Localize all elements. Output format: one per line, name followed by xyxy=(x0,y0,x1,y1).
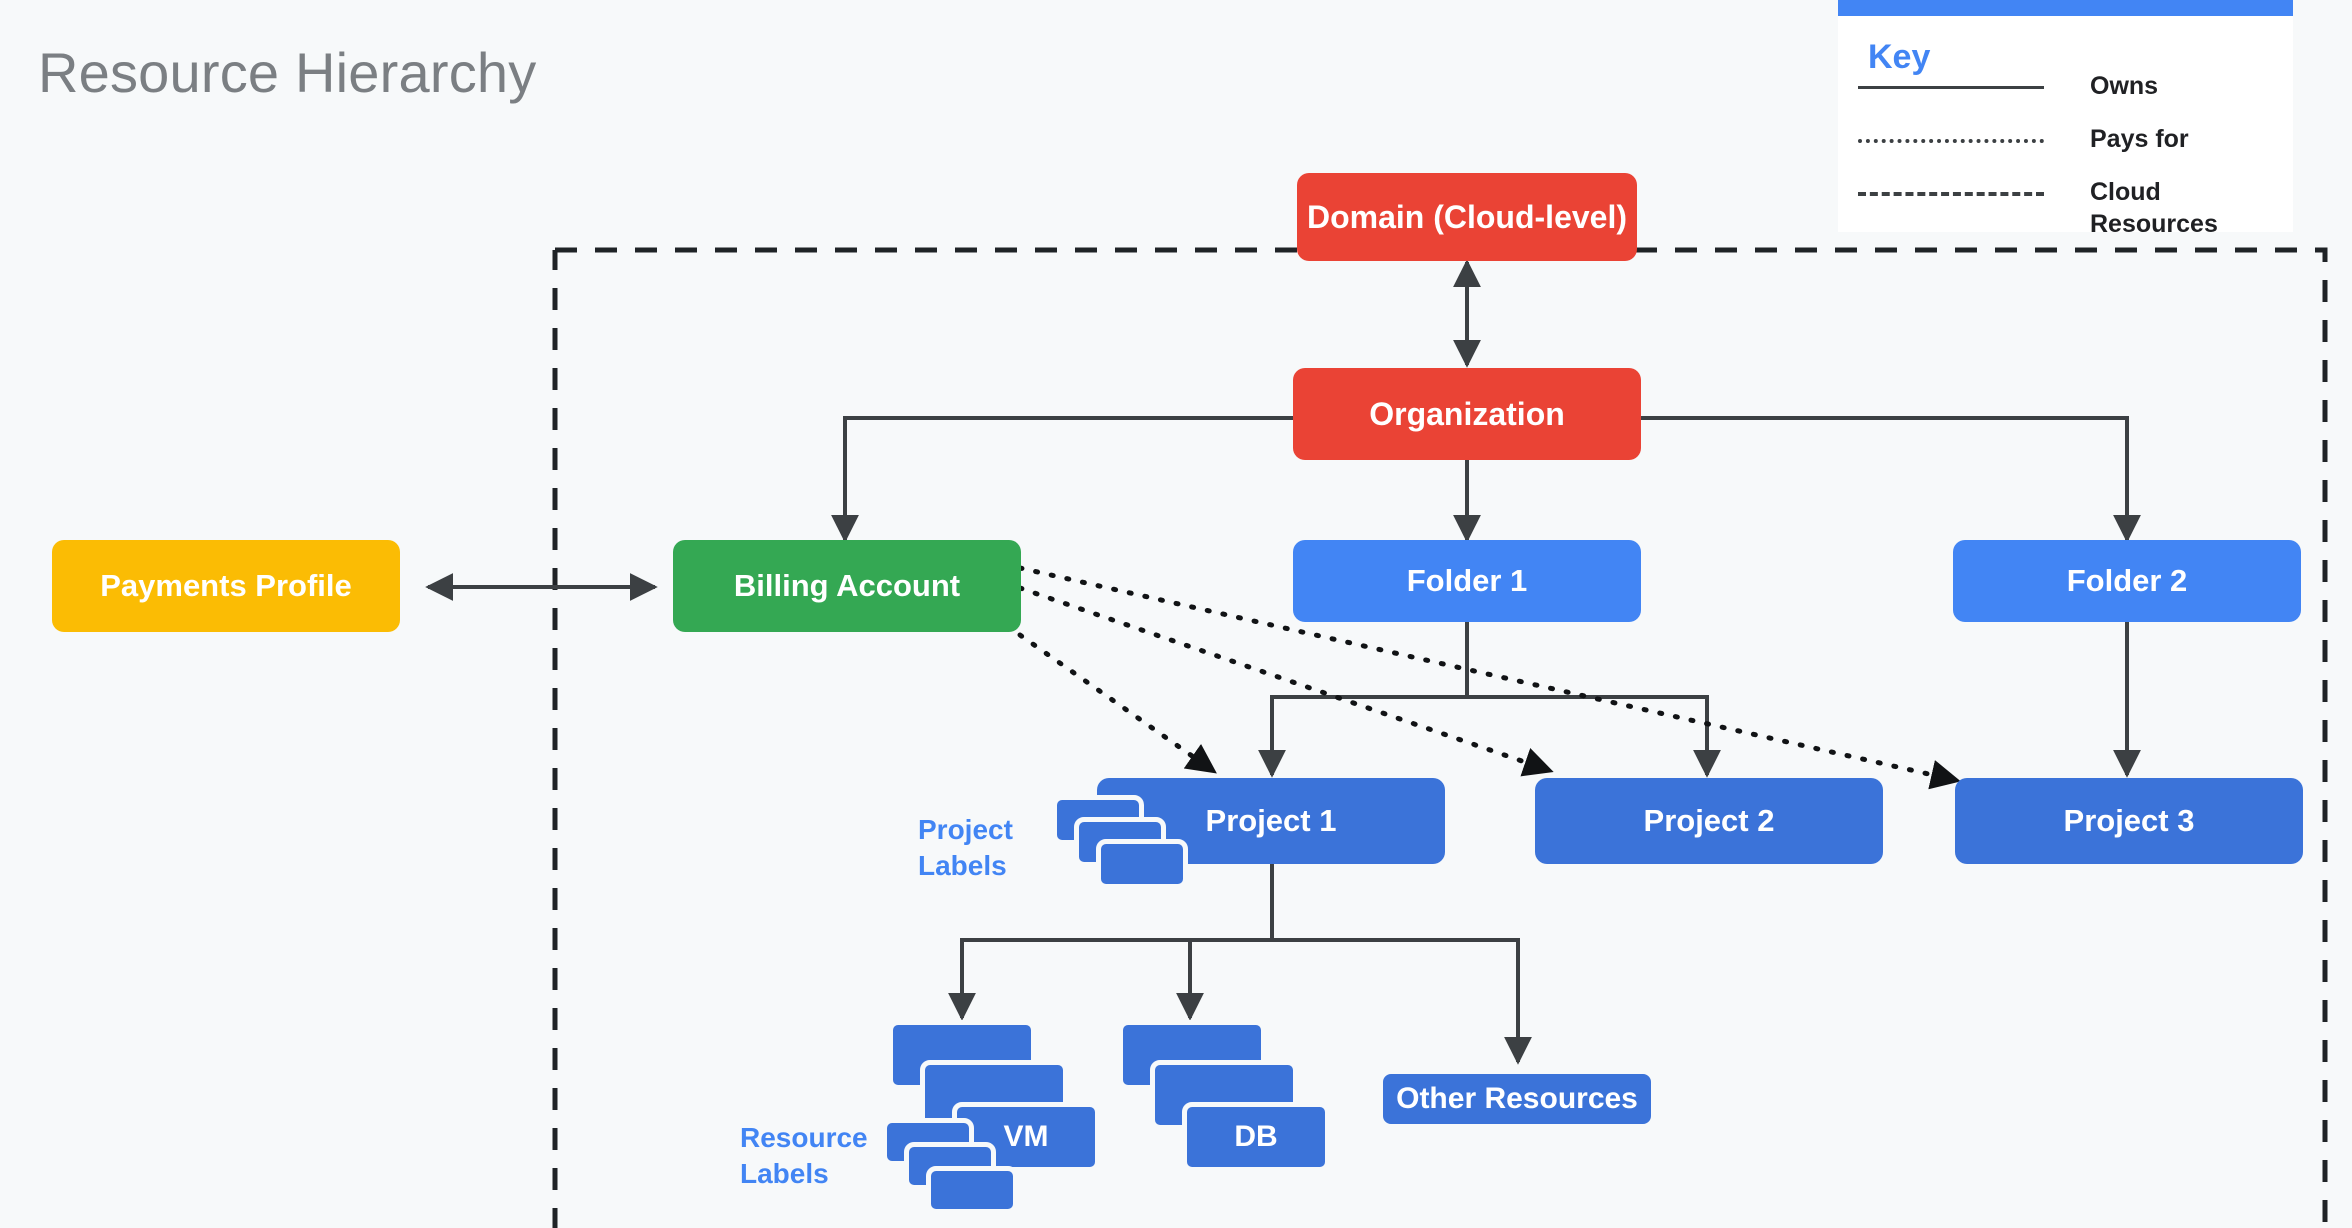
node-project-3[interactable]: Project 3 xyxy=(1955,778,2303,864)
vm-resource-stack[interactable]: VM xyxy=(888,1020,1148,1172)
key-row-owns: Owns xyxy=(1858,70,2158,102)
edge-organization-folder2 xyxy=(1641,416,2141,543)
key-line-dotted xyxy=(1858,139,2044,143)
page-title: Resource Hierarchy xyxy=(38,41,537,104)
edge-billing-pays-project3 xyxy=(1017,565,1961,790)
edge-folder1-project1 xyxy=(1258,622,1469,778)
key-row-cloud-resources: Cloud Resources xyxy=(1858,176,2218,240)
node-billing-account[interactable]: Billing Account xyxy=(673,540,1021,632)
caption-resource-labels: Resource Labels xyxy=(740,1122,868,1190)
edge-project1-db xyxy=(1176,938,1272,1021)
key-title: Key xyxy=(1868,38,1931,76)
edge-project1-vm xyxy=(948,864,1274,1021)
key-label-owns: Owns xyxy=(2090,72,2159,100)
edge-billing-pays-project2 xyxy=(1017,585,1554,777)
key-line-solid xyxy=(1858,86,2044,89)
node-payments-profile[interactable]: Payments Profile xyxy=(52,540,400,632)
cloud-boundary-dashed-rect xyxy=(552,247,2328,1228)
project-labels-stack xyxy=(1052,795,1212,900)
node-organization[interactable]: Organization xyxy=(1293,368,1641,460)
edge-project1-other-resources xyxy=(1272,938,1532,1065)
resource-label-card-3 xyxy=(926,1166,1018,1214)
db-card-front[interactable]: DB xyxy=(1182,1102,1330,1172)
key-row-pays-for: Pays for xyxy=(1858,123,2189,155)
node-domain[interactable]: Domain (Cloud-level) xyxy=(1297,173,1637,261)
node-other-resources[interactable]: Other Resources xyxy=(1377,1068,1657,1130)
edge-folder1-project2 xyxy=(1467,695,1721,778)
key-line-dashed xyxy=(1858,192,2044,196)
edge-organization-billing xyxy=(831,416,1293,543)
caption-project-labels: Project Labels xyxy=(918,814,1013,882)
key-accent-bar xyxy=(1838,0,2293,16)
db-resource-stack[interactable]: DB xyxy=(1118,1020,1378,1172)
project-label-card-3 xyxy=(1096,839,1188,889)
edge-billing-pays-project1 xyxy=(1017,632,1217,774)
resource-labels-stack xyxy=(882,1118,1042,1228)
key-label-pays-for: Pays for xyxy=(2090,125,2189,153)
node-project-2[interactable]: Project 2 xyxy=(1535,778,1883,864)
node-folder-1[interactable]: Folder 1 xyxy=(1293,540,1641,622)
key-label-cloud-resources: Cloud Resources xyxy=(2090,178,2218,238)
node-folder-2[interactable]: Folder 2 xyxy=(1953,540,2301,622)
